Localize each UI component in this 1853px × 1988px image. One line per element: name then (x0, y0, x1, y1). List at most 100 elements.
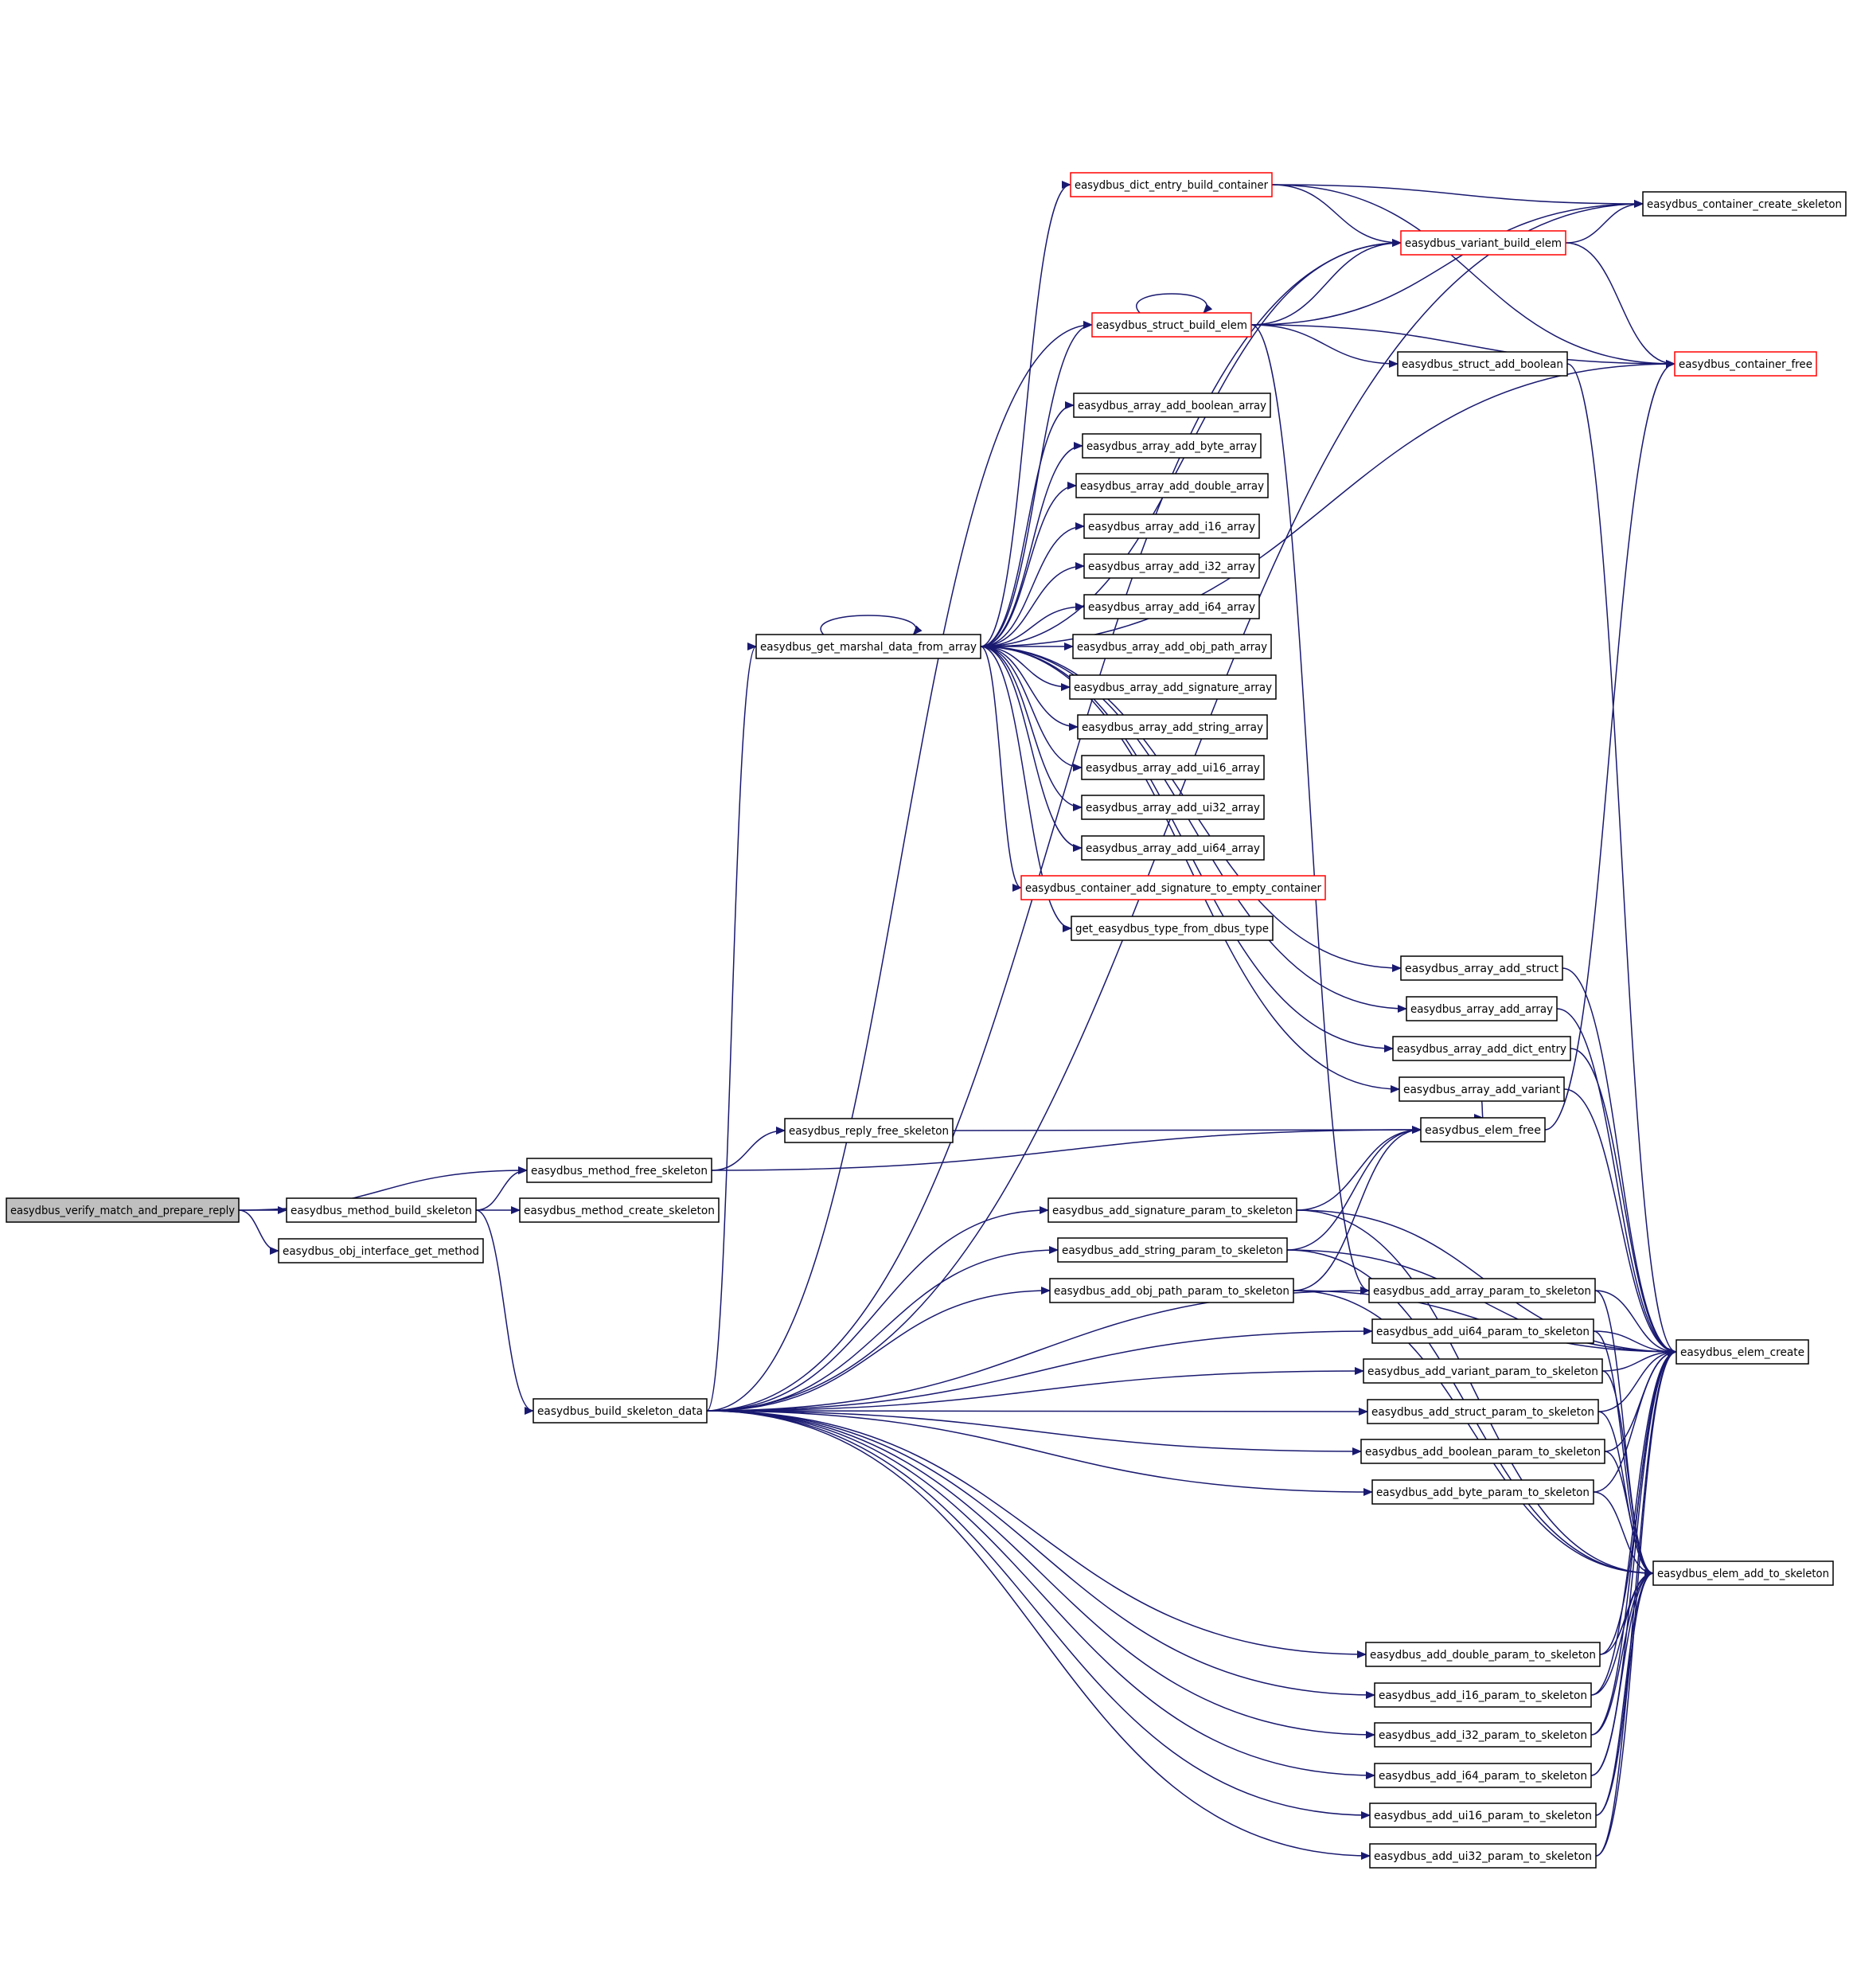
node-box[interactable] (6, 1197, 240, 1223)
node-cont-sig[interactable]: easydbus_container_add_signature_to_empt… (1020, 875, 1326, 900)
node-p-obj[interactable]: easydbus_add_obj_path_param_to_skeleton (1049, 1278, 1294, 1303)
node-marshal[interactable]: easydbus_get_marshal_data_from_array (755, 634, 981, 659)
node-arr-obj[interactable]: easydbus_array_add_obj_path_array (1072, 634, 1272, 659)
node-box[interactable] (1371, 1479, 1594, 1505)
node-container-create[interactable]: easydbus_container_create_skeleton (1642, 191, 1847, 217)
node-arr-str[interactable]: easydbus_array_add_string_array (1077, 714, 1268, 740)
node-box[interactable] (1674, 351, 1817, 377)
node-arr-i16[interactable]: easydbus_array_add_i16_array (1083, 514, 1260, 539)
node-box[interactable] (1399, 1076, 1565, 1102)
node-box[interactable] (1091, 312, 1252, 338)
node-arr-struct[interactable]: easydbus_array_add_struct (1400, 955, 1563, 981)
node-p-i64[interactable]: easydbus_add_i64_param_to_skeleton (1374, 1763, 1592, 1788)
node-box[interactable] (1369, 1843, 1597, 1869)
node-box[interactable] (1083, 594, 1260, 619)
node-p-i16[interactable]: easydbus_add_i16_param_to_skeleton (1374, 1682, 1592, 1708)
node-p-bool[interactable]: easydbus_add_boolean_param_to_skeleton (1360, 1439, 1605, 1464)
node-p-ui32[interactable]: easydbus_add_ui32_param_to_skeleton (1369, 1843, 1597, 1869)
node-p-str[interactable]: easydbus_add_string_param_to_skeleton (1057, 1237, 1288, 1263)
node-struct-build[interactable]: easydbus_struct_build_elem (1091, 312, 1252, 338)
node-box[interactable] (1652, 1560, 1834, 1586)
node-box[interactable] (1397, 351, 1568, 377)
node-obj-iface[interactable]: easydbus_obj_interface_get_method (278, 1238, 484, 1263)
node-box[interactable] (1070, 172, 1273, 197)
node-build-data[interactable]: easydbus_build_skeleton_data (532, 1398, 708, 1424)
node-p-array[interactable]: easydbus_add_array_param_to_skeleton (1368, 1278, 1596, 1303)
node-struct-add-bool[interactable]: easydbus_struct_add_boolean (1397, 351, 1568, 377)
node-arr-array[interactable]: easydbus_array_add_array (1406, 996, 1558, 1021)
node-p-struct[interactable]: easydbus_add_struct_param_to_skeleton (1367, 1399, 1599, 1424)
node-box[interactable] (1075, 473, 1269, 498)
node-method-free[interactable]: easydbus_method_free_skeleton (526, 1158, 712, 1183)
node-box[interactable] (1083, 514, 1260, 539)
node-box[interactable] (1081, 795, 1265, 820)
node-box[interactable] (1082, 433, 1262, 459)
node-box[interactable] (278, 1238, 484, 1263)
node-box[interactable] (1049, 1278, 1294, 1303)
node-variant-build[interactable]: easydbus_variant_build_elem (1400, 230, 1566, 256)
node-method-create[interactable]: easydbus_method_create_skeleton (519, 1197, 720, 1223)
node-arr-variant[interactable]: easydbus_array_add_variant (1399, 1076, 1565, 1102)
node-box[interactable] (1072, 634, 1272, 659)
node-box[interactable] (1365, 1642, 1601, 1667)
node-box[interactable] (1374, 1682, 1592, 1708)
node-arr-dict[interactable]: easydbus_array_add_dict_entry (1392, 1036, 1571, 1061)
node-container-free[interactable]: easydbus_container_free (1674, 351, 1817, 377)
node-box[interactable] (286, 1197, 477, 1223)
node-box[interactable] (1057, 1237, 1288, 1263)
node-box[interactable] (1363, 1358, 1603, 1384)
node-box[interactable] (1368, 1278, 1596, 1303)
node-p-double[interactable]: easydbus_add_double_param_to_skeleton (1365, 1642, 1601, 1667)
node-box[interactable] (1047, 1197, 1297, 1223)
node-p-i32[interactable]: easydbus_add_i32_param_to_skeleton (1374, 1722, 1592, 1748)
node-box[interactable] (1374, 1763, 1592, 1788)
node-box[interactable] (1020, 875, 1326, 900)
node-box[interactable] (519, 1197, 720, 1223)
node-box[interactable] (1069, 674, 1277, 700)
node-box[interactable] (1642, 191, 1847, 217)
node-arr-byte[interactable]: easydbus_array_add_byte_array (1082, 433, 1262, 459)
node-arr-i64[interactable]: easydbus_array_add_i64_array (1083, 594, 1260, 619)
node-box[interactable] (1367, 1399, 1599, 1424)
node-box[interactable] (1071, 916, 1274, 941)
node-arr-ui64[interactable]: easydbus_array_add_ui64_array (1081, 835, 1265, 861)
node-box[interactable] (784, 1118, 954, 1143)
node-box[interactable] (1374, 1722, 1592, 1748)
node-box[interactable] (1400, 230, 1566, 256)
node-arr-i32[interactable]: easydbus_array_add_i32_array (1083, 553, 1260, 579)
node-verify[interactable]: easydbus_verify_match_and_prepare_reply (6, 1197, 240, 1223)
node-box[interactable] (755, 634, 981, 659)
node-box[interactable] (1360, 1439, 1605, 1464)
node-box[interactable] (1676, 1339, 1809, 1365)
node-p-byte[interactable]: easydbus_add_byte_param_to_skeleton (1371, 1479, 1594, 1505)
node-box[interactable] (1392, 1036, 1571, 1061)
node-box[interactable] (1081, 835, 1265, 861)
node-p-ui16[interactable]: easydbus_add_ui16_param_to_skeleton (1369, 1802, 1597, 1828)
node-box[interactable] (1369, 1802, 1597, 1828)
node-method-build[interactable]: easydbus_method_build_skeleton (286, 1197, 477, 1223)
node-p-ui64[interactable]: easydbus_add_ui64_param_to_skeleton (1371, 1318, 1594, 1344)
node-box[interactable] (526, 1158, 712, 1183)
node-box[interactable] (1406, 996, 1558, 1021)
node-box[interactable] (1081, 755, 1265, 780)
node-arr-sig[interactable]: easydbus_array_add_signature_array (1069, 674, 1277, 700)
node-elem-free[interactable]: easydbus_elem_free (1420, 1117, 1546, 1142)
node-box[interactable] (1073, 393, 1271, 418)
node-reply-free[interactable]: easydbus_reply_free_skeleton (784, 1118, 954, 1143)
node-arr-ui16[interactable]: easydbus_array_add_ui16_array (1081, 755, 1265, 780)
node-elem-create[interactable]: easydbus_elem_create (1676, 1339, 1809, 1365)
node-p-sig[interactable]: easydbus_add_signature_param_to_skeleton (1047, 1197, 1297, 1223)
node-get-type[interactable]: get_easydbus_type_from_dbus_type (1071, 916, 1274, 941)
node-box[interactable] (532, 1398, 708, 1424)
node-box[interactable] (1077, 714, 1268, 740)
node-box[interactable] (1371, 1318, 1594, 1344)
node-box[interactable] (1420, 1117, 1546, 1142)
node-box[interactable] (1083, 553, 1260, 579)
node-elem-add[interactable]: easydbus_elem_add_to_skeleton (1652, 1560, 1834, 1586)
node-dict-build[interactable]: easydbus_dict_entry_build_container (1070, 172, 1273, 197)
node-arr-double[interactable]: easydbus_array_add_double_array (1075, 473, 1269, 498)
node-box[interactable] (1400, 955, 1563, 981)
node-p-variant[interactable]: easydbus_add_variant_param_to_skeleton (1363, 1358, 1603, 1384)
node-arr-ui32[interactable]: easydbus_array_add_ui32_array (1081, 795, 1265, 820)
node-arr-bool[interactable]: easydbus_array_add_boolean_array (1073, 393, 1271, 418)
